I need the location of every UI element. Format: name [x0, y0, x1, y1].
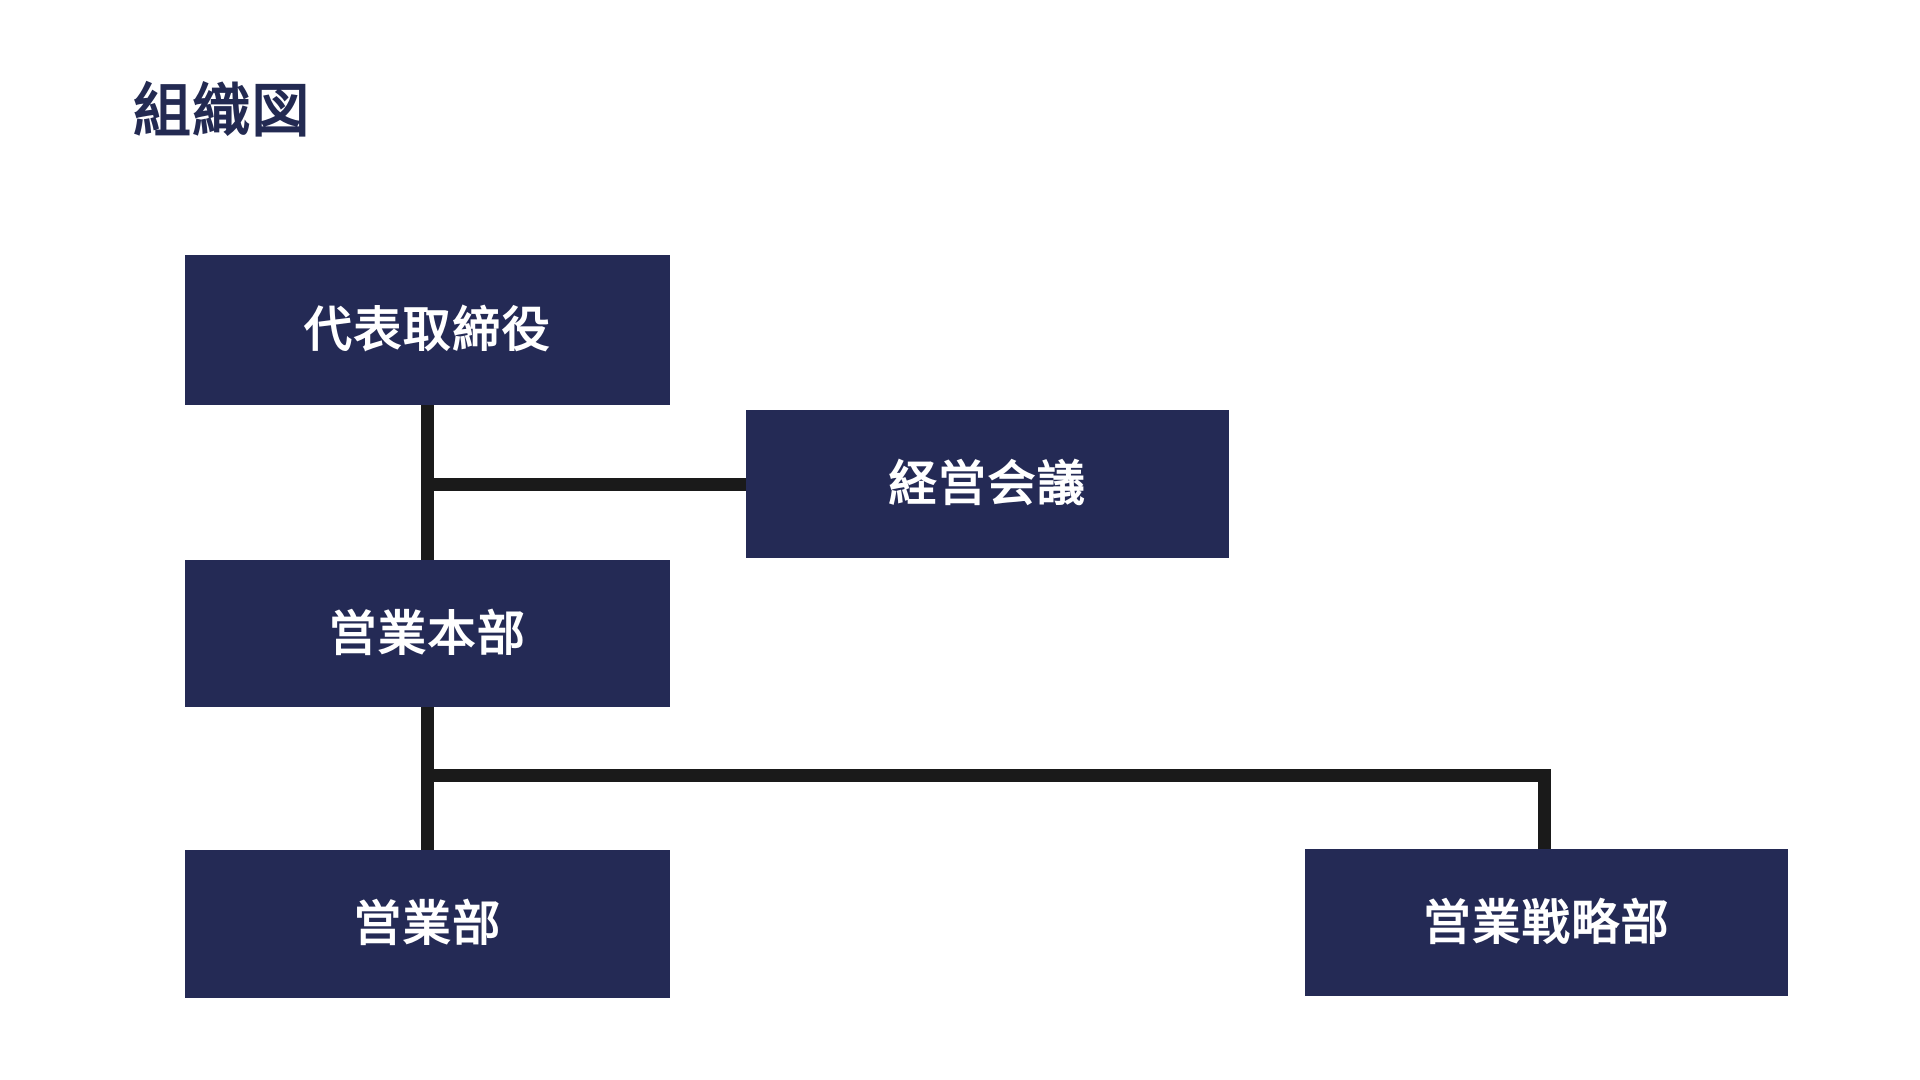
org-node-sales-strategy-department[interactable]: 営業戦略部: [1305, 849, 1788, 996]
org-node-label: 営業本部: [328, 605, 527, 662]
org-node-label: 代表取締役: [303, 302, 552, 358]
org-node-label: 営業戦略部: [1422, 894, 1671, 951]
org-node-label: 営業部: [353, 896, 502, 952]
connector-division-to-strategy-vertical: [1538, 769, 1551, 854]
org-node-ceo[interactable]: 代表取締役: [185, 255, 670, 405]
org-node-management-meeting[interactable]: 経営会議: [746, 410, 1229, 558]
org-node-label: 経営会議: [888, 456, 1087, 512]
connector-division-bus-horizontal: [421, 769, 1551, 782]
org-node-sales-department[interactable]: 営業部: [185, 850, 670, 998]
org-node-sales-headquarters[interactable]: 営業本部: [185, 560, 670, 707]
page-title: 組織図: [133, 77, 311, 145]
connector-ceo-to-meeting-horizontal: [421, 478, 749, 491]
